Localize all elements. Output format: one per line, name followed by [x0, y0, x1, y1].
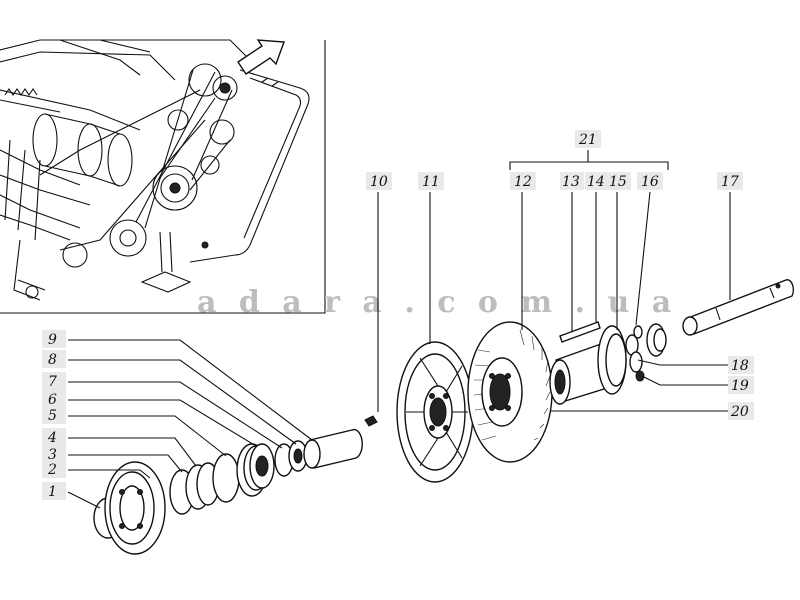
callout-2: 2: [42, 460, 66, 478]
label-9: 9: [48, 332, 57, 348]
label-8: 8: [48, 352, 57, 368]
label-5: 5: [48, 408, 57, 424]
callout-12: 12: [510, 172, 536, 190]
label-15: 15: [609, 174, 627, 190]
callout-17: 17: [717, 172, 743, 190]
label-19: 19: [731, 378, 749, 394]
label-6: 6: [48, 392, 57, 408]
callout-7: 7: [42, 372, 66, 390]
callout-14: 14: [585, 172, 609, 190]
callout-8: 8: [42, 350, 66, 368]
center-parts: [364, 341, 474, 483]
label-16: 16: [641, 174, 659, 190]
label-11: 11: [422, 174, 440, 190]
label-1: 1: [48, 484, 57, 500]
label-2: 2: [47, 462, 57, 478]
callout-4: 4: [42, 428, 66, 446]
callout-labels: 9 8 7 6 5 4 3 2 1 10 11 12 13 14 15 16 1…: [42, 130, 754, 500]
callout-6: 6: [42, 390, 66, 408]
label-17: 17: [721, 174, 739, 190]
callout-20: 20: [728, 402, 754, 420]
left-part-stack: [93, 428, 363, 555]
label-13: 13: [562, 174, 580, 190]
callout-18: 18: [728, 356, 754, 374]
callout-3: 3: [42, 445, 66, 463]
callout-9: 9: [42, 330, 66, 348]
callout-15: 15: [607, 172, 631, 190]
label-20: 20: [730, 404, 749, 420]
label-14: 14: [587, 174, 605, 190]
callout-21: 21: [575, 130, 601, 148]
shaft-17: [682, 279, 794, 336]
label-10: 10: [370, 174, 388, 190]
callout-13: 13: [560, 172, 584, 190]
callout-10: 10: [366, 172, 392, 190]
machine-inset: [0, 39, 326, 314]
label-18: 18: [731, 358, 749, 374]
pointer-arrow-icon: [237, 39, 285, 75]
callout-16: 16: [637, 172, 663, 190]
callout-11: 11: [418, 172, 444, 190]
watermark: a d a r a . c o m . u a: [197, 285, 677, 320]
label-12: 12: [514, 174, 532, 190]
label-4: 4: [47, 430, 57, 446]
callout-19: 19: [728, 376, 754, 394]
label-3: 3: [48, 447, 57, 463]
label-7: 7: [48, 374, 57, 390]
label-21: 21: [578, 132, 597, 148]
disc-hatching: [473, 329, 551, 441]
callout-5: 5: [42, 406, 66, 424]
leader-lines: [67, 150, 731, 509]
hub-assembly: [467, 321, 667, 463]
callout-1: 1: [42, 482, 66, 500]
